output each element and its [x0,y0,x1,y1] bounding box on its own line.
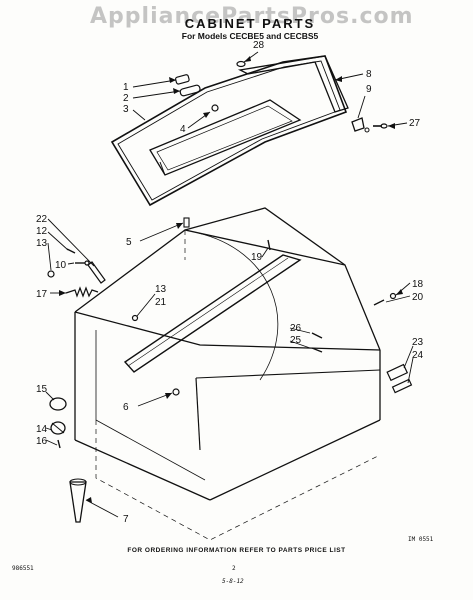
callout-7: 7 [123,514,129,525]
leveling-leg [69,478,87,523]
callout-23: 23 [412,337,424,348]
lid-handle [175,74,201,97]
callout-5: 5 [126,237,132,248]
date-mark: 5-8-12 [222,578,244,585]
callout-8: 8 [366,69,372,80]
callout-21: 21 [155,297,167,308]
callout-20: 20 [412,292,424,303]
lid-assembly [110,55,348,207]
watermark: AppliancePartsPros.com [90,4,414,29]
callout-14: 14 [36,424,48,435]
spring [65,286,99,298]
callout-1: 1 [123,82,129,93]
callout-9: 9 [366,84,372,95]
diagram-subtitle: For Models CECBE5 and CECBS5 [181,31,319,41]
callout-labels: 28 1 2 3 4 8 9 27 22 12 13 10 5 19 17 13… [36,40,424,525]
callout-15: 15 [36,384,48,395]
leader-lines [45,51,414,518]
callout-16: 16 [36,436,48,447]
callout-2: 2 [123,93,129,104]
callout-4: 4 [180,124,186,135]
latch-assembly [386,363,413,394]
callout-13-lower: 13 [155,284,167,295]
top-trim-strip [123,254,302,373]
doc-code-right: IM 0551 [408,536,434,543]
callout-19: 19 [251,252,263,263]
page-number: 2 [232,565,236,572]
callout-26: 26 [290,323,302,334]
callout-10: 10 [55,260,67,271]
callout-3: 3 [123,104,129,115]
callout-22: 22 [36,214,48,225]
callout-27: 27 [409,118,421,129]
callout-6: 6 [123,402,129,413]
callout-24: 24 [412,350,424,361]
diagram-title: CABINET PARTS [184,16,316,31]
callout-18: 18 [412,279,424,290]
lid-gasket-frame [237,55,349,113]
caster-assembly [49,397,67,449]
cabinet-body [74,207,381,541]
ordering-note: FOR ORDERING INFORMATION REFER TO PARTS … [127,547,346,554]
callout-17: 17 [36,289,48,300]
callout-13-upper: 13 [36,238,48,249]
callout-25: 25 [290,335,302,346]
callout-12: 12 [36,226,48,237]
callout-28: 28 [253,40,265,51]
hinge [351,117,365,132]
doc-code-left: 986551 [12,565,34,572]
